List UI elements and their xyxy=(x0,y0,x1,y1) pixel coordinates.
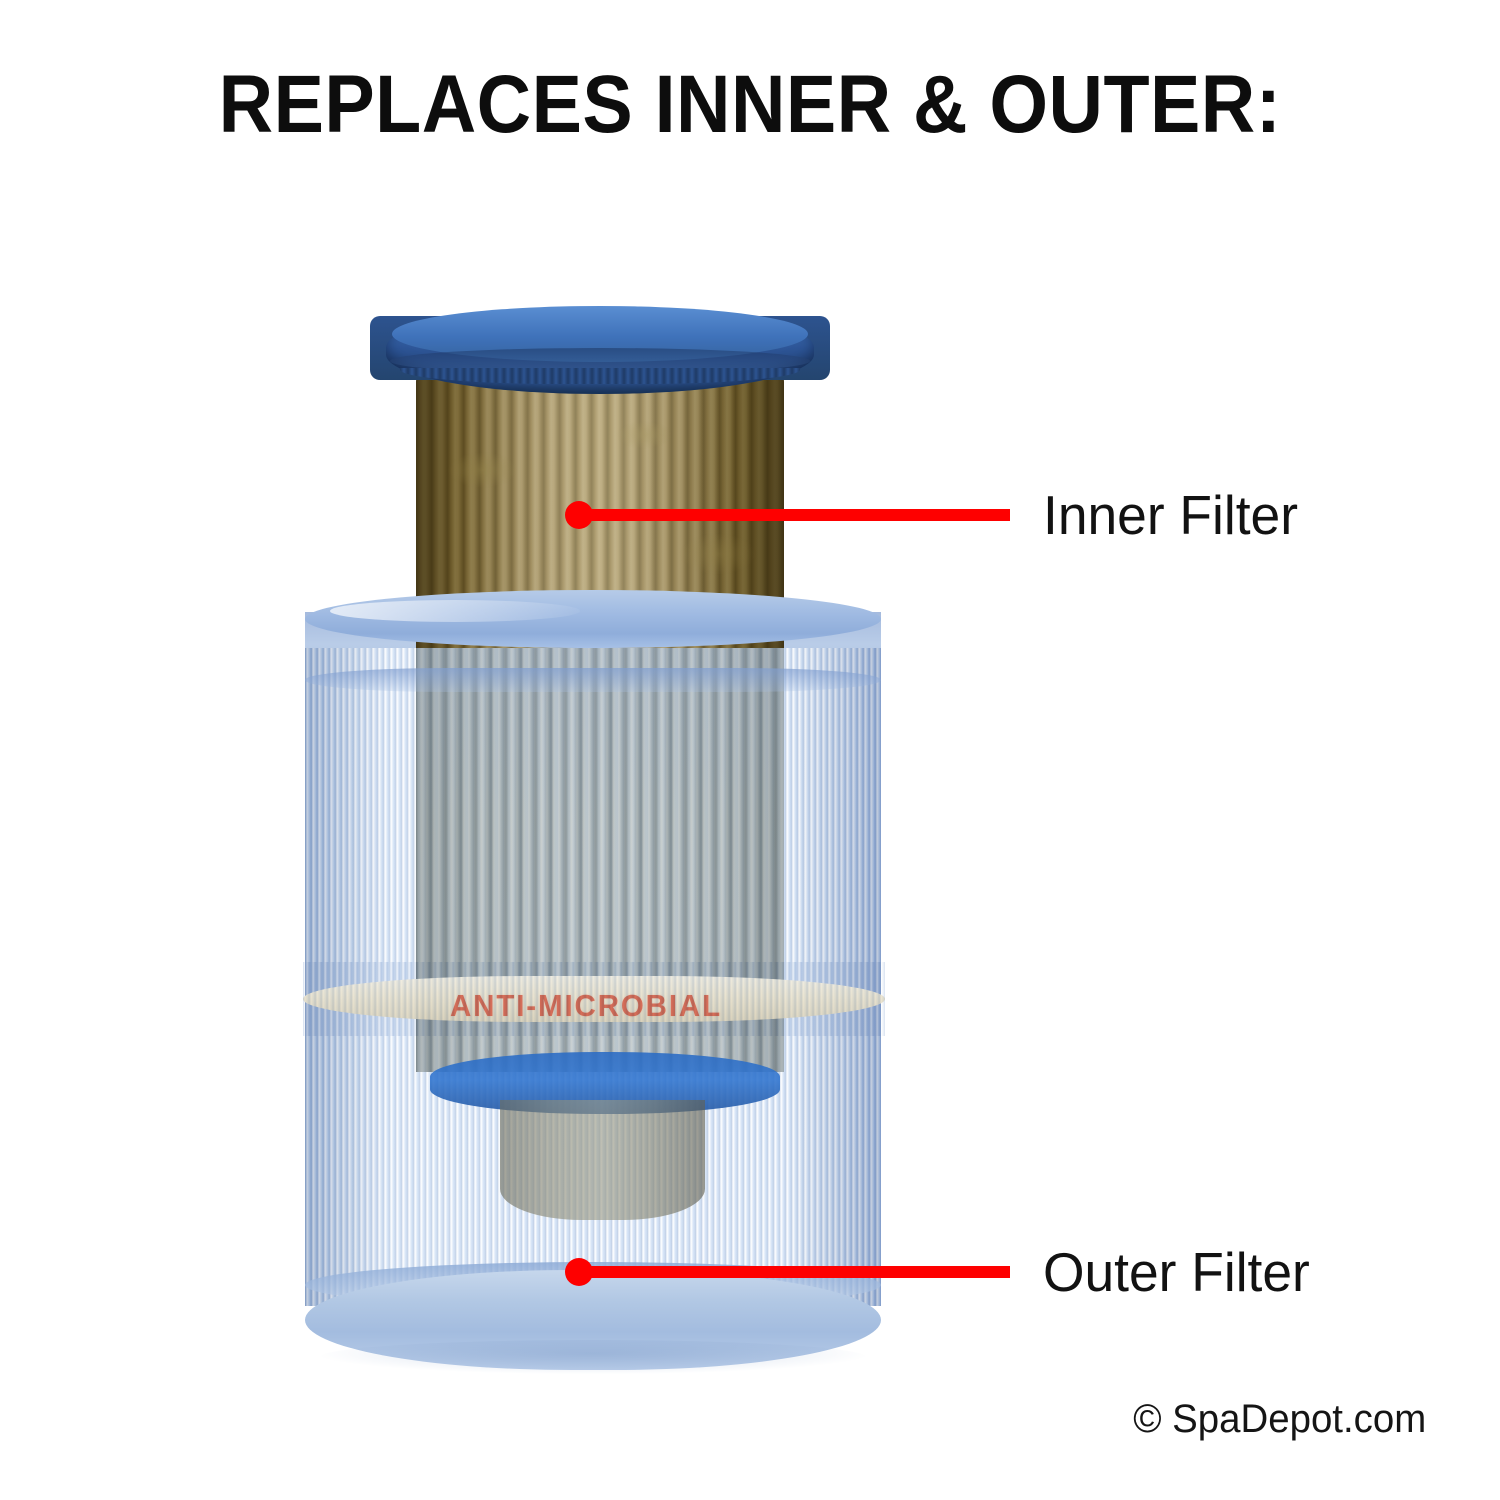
inner-filter-cap-teeth xyxy=(400,368,800,384)
outer-filter-ground-shadow xyxy=(320,1340,866,1374)
outer-filter-callout-label: Outer Filter xyxy=(1043,1241,1310,1303)
copyright-watermark: © SpaDepot.com xyxy=(1133,1397,1426,1441)
inner-filter-callout-dot xyxy=(565,501,593,529)
inner-filter-callout-line xyxy=(578,509,1010,521)
outer-filter-bottom-cap xyxy=(305,1270,881,1370)
outer-filter-rim-highlight xyxy=(330,600,580,622)
inner-filter-stem xyxy=(500,1100,705,1220)
inner-filter-top-cap-face xyxy=(392,306,808,362)
outer-filter-callout-dot xyxy=(565,1258,593,1286)
inner-filter-callout-label: Inner Filter xyxy=(1043,484,1298,546)
anti-microbial-band-strip xyxy=(303,976,885,1022)
anti-microbial-band-pleat-overlay xyxy=(303,962,885,1036)
page-title: REPLACES INNER & OUTER: xyxy=(218,59,1282,150)
outer-filter-callout-line xyxy=(578,1266,1010,1278)
outer-filter-rim-lip xyxy=(305,668,881,692)
anti-microbial-band-label: ANTI-MICROBIAL xyxy=(310,988,863,1024)
anti-microbial-band: ANTI-MICROBIAL xyxy=(303,962,885,1036)
